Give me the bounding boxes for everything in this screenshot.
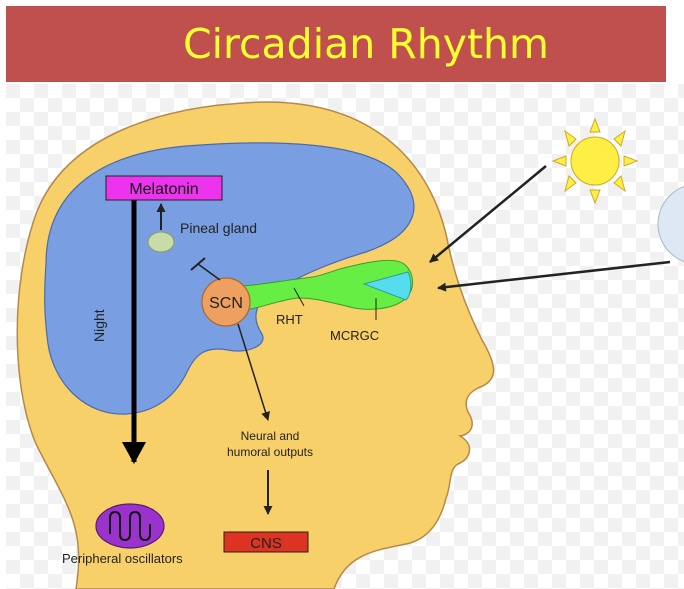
mcrgc-label: MCRGC (330, 328, 379, 343)
sun-icon (553, 119, 637, 203)
cns-label: CNS (250, 535, 282, 552)
night-label: Night (91, 309, 107, 342)
rht-label: RHT (276, 312, 303, 327)
title-bar: Circadian Rhythm (6, 6, 666, 82)
circadian-diagram: SCN Melatonin Pineal gland Night RHT MCR… (6, 84, 684, 589)
pineal-gland-label: Pineal gland (180, 220, 257, 236)
neural-outputs-label-1: Neural and (241, 429, 300, 443)
pineal-gland (148, 232, 174, 252)
peripheral-oscillators-label: Peripheral oscillators (62, 551, 183, 566)
neural-outputs-label-2: humoral outputs (227, 445, 313, 459)
scn-label: SCN (209, 295, 243, 312)
slide-title: Circadian Rhythm (123, 20, 549, 68)
melatonin-label: Melatonin (129, 181, 198, 198)
